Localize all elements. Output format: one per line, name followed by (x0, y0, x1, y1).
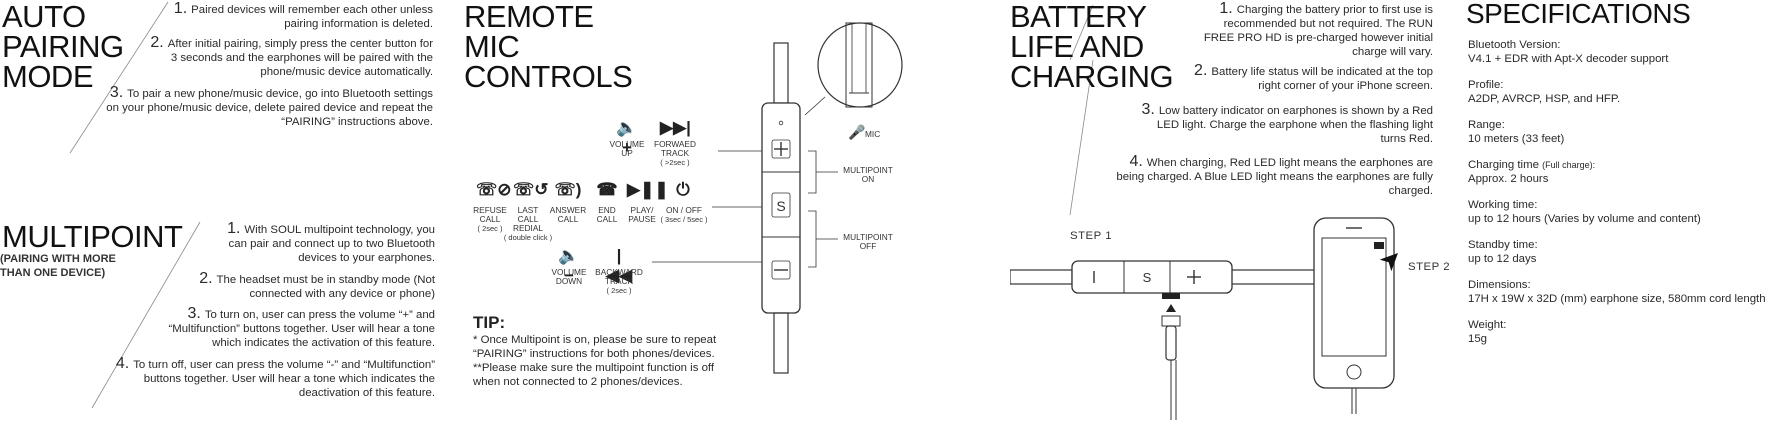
volume-down-icon: 🔈− (558, 246, 580, 285)
backward-track-icon: |◀◀ (605, 246, 633, 285)
mic-icon: 🎤 (848, 124, 866, 140)
last-call-icon: ☏↺ (513, 180, 549, 199)
specs-list: Bluetooth Version: V4.1 + EDR with Apt-X… (1468, 38, 1783, 358)
multipoint-item-3: 3.To turn on, user can press the volume … (168, 305, 435, 350)
battery-item-3: 3.Low battery indicator on earphones is … (1141, 101, 1433, 146)
spec-row: Bluetooth Version: V4.1 + EDR with Apt-X… (1468, 39, 1669, 65)
tip-text: * Once Multipoint is on, please be sure … (473, 334, 717, 388)
specs-title: SPECIFICATIONS (1466, 0, 1691, 29)
step-2-label: STEP 2 (1408, 261, 1451, 273)
power-icon: ⏻ (676, 180, 690, 199)
play-pause-label: PLAY/PAUSE (628, 205, 656, 224)
end-call-icon: ☎ (596, 180, 618, 199)
play-pause-icon: ▶❚❚ (627, 180, 669, 199)
refuse-call-icon: ☏⊘ (476, 180, 512, 199)
charging-illustration: S (1010, 260, 1331, 420)
battery-title: BATTERY LIFE AND CHARGING (1010, 0, 1174, 94)
phone-illustration (1313, 217, 1395, 414)
battery-item-1: 1.Charging the battery prior to first us… (1203, 0, 1433, 59)
remote-illustration: S (652, 22, 903, 374)
answer-call-icon: ☏) (554, 180, 582, 199)
power-label: ON / OFF( 3sec / 5sec ) (660, 205, 708, 225)
spec-row: Profile: A2DP, AVRCP, HSP, and HFP. (1468, 79, 1621, 105)
auto-pairing-item-1: 1.Paired devices will remember each othe… (173, 0, 433, 31)
step-1-label: STEP 1 (1070, 230, 1113, 242)
battery-item-4: 4.When charging, Red LED light means the… (1116, 153, 1433, 198)
spec-row: Range: 10 meters (33 feet) (1468, 119, 1565, 145)
spec-row: Weight: 15g (1468, 319, 1507, 345)
multipoint-subtitle: (PAIRING WITH MORE THAN ONE DEVICE) (0, 253, 116, 279)
mic-label: MIC (865, 129, 881, 139)
auto-pairing-item-2: 2.After initial pairing, simply press th… (150, 34, 433, 79)
spec-row: Dimensions: 17H x 19W x 32D (mm) earphon… (1468, 279, 1766, 305)
spec-row: Working time: up to 12 hours (Varies by … (1468, 199, 1701, 225)
spec-row: Standby time: up to 12 days (1468, 239, 1538, 265)
remote-title: REMOTE MIC CONTROLS (464, 0, 633, 94)
tip-title: TIP: (473, 313, 506, 332)
spec-row: Charging time (Full charge): Approx. 2 h… (1468, 159, 1596, 185)
multipoint-item-1: 1.With SOUL multipoint technology, you c… (227, 220, 435, 265)
auto-pairing-title: AUTO PAIRING MODE (2, 0, 124, 94)
multipoint-item-2: 2.The headset must be in standby mode (N… (199, 270, 435, 301)
multipoint-item-4: 4.To turn off, user can press the volume… (115, 355, 435, 400)
battery-item-2: 2.Battery life status will be indicated … (1194, 62, 1433, 93)
volume-up-icon: 🔈+ (616, 118, 638, 157)
forward-track-icon: ▶▶| (660, 118, 691, 137)
svg-text:S: S (1143, 270, 1152, 285)
svg-text:S: S (776, 198, 785, 214)
auto-pairing-item-3: 3.To pair a new phone/music device, go i… (106, 84, 433, 129)
multipoint-title: MULTIPOINT (2, 219, 183, 254)
